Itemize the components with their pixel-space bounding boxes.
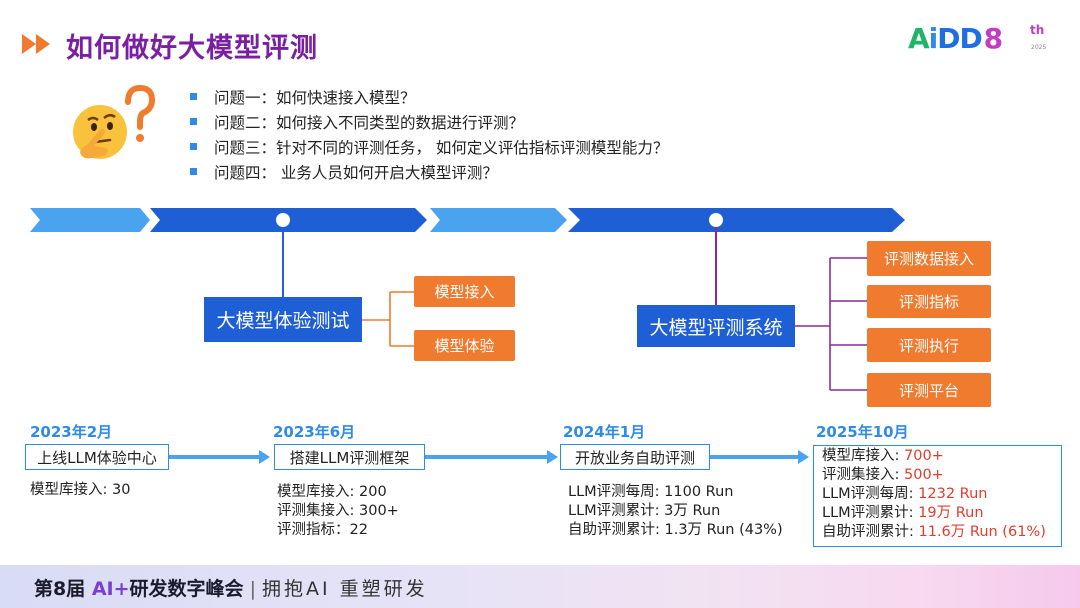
logo-a: A xyxy=(908,22,930,55)
eval-system-box: 大模型评测系统 xyxy=(637,305,795,347)
milestone-details: LLM评测每周: 1100 Run LLM评测累计: 3万 Run 自助评测累计… xyxy=(568,483,783,540)
footer-text: 第8届 AI+研发数字峰会|拥抱AI 重塑研发 xyxy=(34,574,428,601)
chevron-band xyxy=(30,208,905,232)
timeline-date: 2023年2月 xyxy=(30,423,113,441)
question-list: 问题一：如何快速接入模型？ 问题二：如何接入不同类型的数据进行评测？ 问题三：针… xyxy=(190,84,668,184)
stat-label: 评测集接入: xyxy=(822,467,904,483)
question-text: 问题一：如何快速接入模型？ xyxy=(214,88,416,107)
timeline-date: 2024年1月 xyxy=(563,423,646,441)
eval-execution-box: 评测执行 xyxy=(867,328,991,362)
detail-line: 模型库接入: 30 xyxy=(30,482,131,498)
logo-8: 8 xyxy=(983,22,1004,55)
experience-test-box: 大模型体验测试 xyxy=(204,297,362,342)
detail-line: 评测指标：22 xyxy=(277,522,368,538)
logo-th: th xyxy=(1030,23,1045,37)
footer-name: 研发数字峰会 xyxy=(129,578,244,600)
aidd-logo: AiDD 8 th 2025 xyxy=(908,22,1058,62)
question-text: 问题二：如何接入不同类型的数据进行评测？ xyxy=(214,113,525,132)
chevron-segment xyxy=(30,208,150,232)
detail-line: LLM评测每周: 1100 Run xyxy=(568,484,734,500)
stat-value: 700+ xyxy=(904,448,944,464)
eval-platform-box: 评测平台 xyxy=(867,373,991,407)
timeline-stem xyxy=(715,220,717,305)
stat-line: LLM评测每周: 1232 Run xyxy=(822,485,1053,504)
page-title: 如何做好大模型评测 xyxy=(66,33,318,64)
stat-value: 19万 Run xyxy=(918,505,984,521)
double-chevron-right-icon xyxy=(22,34,50,54)
logo-dd: DD xyxy=(937,22,982,55)
stat-value: 1232 Run xyxy=(918,486,988,502)
timeline-dot xyxy=(709,213,723,227)
stat-line: 模型库接入: 700+ xyxy=(822,447,1053,466)
list-item: 问题一：如何快速接入模型？ xyxy=(190,84,668,109)
footer-prefix: 第8届 xyxy=(34,578,92,600)
milestone-details: 模型库接入: 30 xyxy=(30,481,130,500)
stat-label: 自助评测累计: xyxy=(822,524,919,540)
question-text: 问题四： 业务人员如何开启大模型评测？ xyxy=(214,163,498,182)
eval-metrics-box: 评测指标 xyxy=(867,285,991,318)
logo-year: 2025 xyxy=(1031,44,1047,51)
stat-line: 自助评测累计: 11.6万 Run (61%) xyxy=(822,523,1053,542)
list-item: 问题二：如何接入不同类型的数据进行评测？ xyxy=(190,109,668,134)
stat-label: 模型库接入: xyxy=(822,448,904,464)
milestone-stats-box: 模型库接入: 700+ 评测集接入: 500+ LLM评测每周: 1232 Ru… xyxy=(813,445,1062,547)
stat-value: 500+ xyxy=(904,467,944,483)
detail-line: 自助评测累计: 1.3万 Run (43%) xyxy=(568,522,783,538)
footer-ai: AI+ xyxy=(91,578,130,600)
footer-slogan: 拥抱AI 重塑研发 xyxy=(261,578,428,600)
milestone-box: 开放业务自助评测 xyxy=(560,444,710,470)
detail-line: 模型库接入: 200 xyxy=(277,484,387,500)
bullet-icon xyxy=(190,118,197,125)
stat-line: LLM评测累计: 19万 Run xyxy=(822,504,1053,523)
timeline-stem xyxy=(282,220,284,297)
stat-label: LLM评测每周: xyxy=(822,486,919,502)
detail-line: LLM评测累计: 3万 Run xyxy=(568,503,721,519)
list-item: 问题四： 业务人员如何开启大模型评测？ xyxy=(190,159,668,184)
milestone-details: 模型库接入: 200 评测集接入: 300+ 评测指标：22 xyxy=(277,483,399,540)
milestone-box: 上线LLM体验中心 xyxy=(25,444,169,470)
thinking-face-icon xyxy=(73,84,156,159)
detail-line: 评测集接入: 300+ xyxy=(277,503,399,519)
timeline-dot xyxy=(276,213,290,227)
bullet-icon xyxy=(190,143,197,150)
timeline-date: 2023年6月 xyxy=(273,423,356,441)
model-experience-box: 模型体验 xyxy=(414,330,515,361)
footer-banner: 第8届 AI+研发数字峰会|拥抱AI 重塑研发 xyxy=(0,565,1080,608)
model-access-box: 模型接入 xyxy=(414,276,515,307)
stat-value: 11.6万 Run (61%) xyxy=(918,524,1046,540)
list-item: 问题三：针对不同的评测任务， 如何定义评估指标评测模型能力？ xyxy=(190,134,668,159)
bullet-icon xyxy=(190,93,197,100)
milestone-box: 搭建LLM评测框架 xyxy=(274,444,425,470)
stat-label: LLM评测累计: xyxy=(822,505,919,521)
timeline-date: 2025年10月 xyxy=(816,423,909,441)
footer-separator: | xyxy=(249,578,256,600)
bullet-icon xyxy=(190,168,197,175)
eval-data-access-box: 评测数据接入 xyxy=(867,241,991,276)
chevron-segment xyxy=(430,208,567,232)
chevron-segment xyxy=(568,208,905,232)
logo-i: i xyxy=(928,22,939,55)
stat-line: 评测集接入: 500+ xyxy=(822,466,1053,485)
question-text: 问题三：针对不同的评测任务， 如何定义评估指标评测模型能力？ xyxy=(214,138,669,157)
